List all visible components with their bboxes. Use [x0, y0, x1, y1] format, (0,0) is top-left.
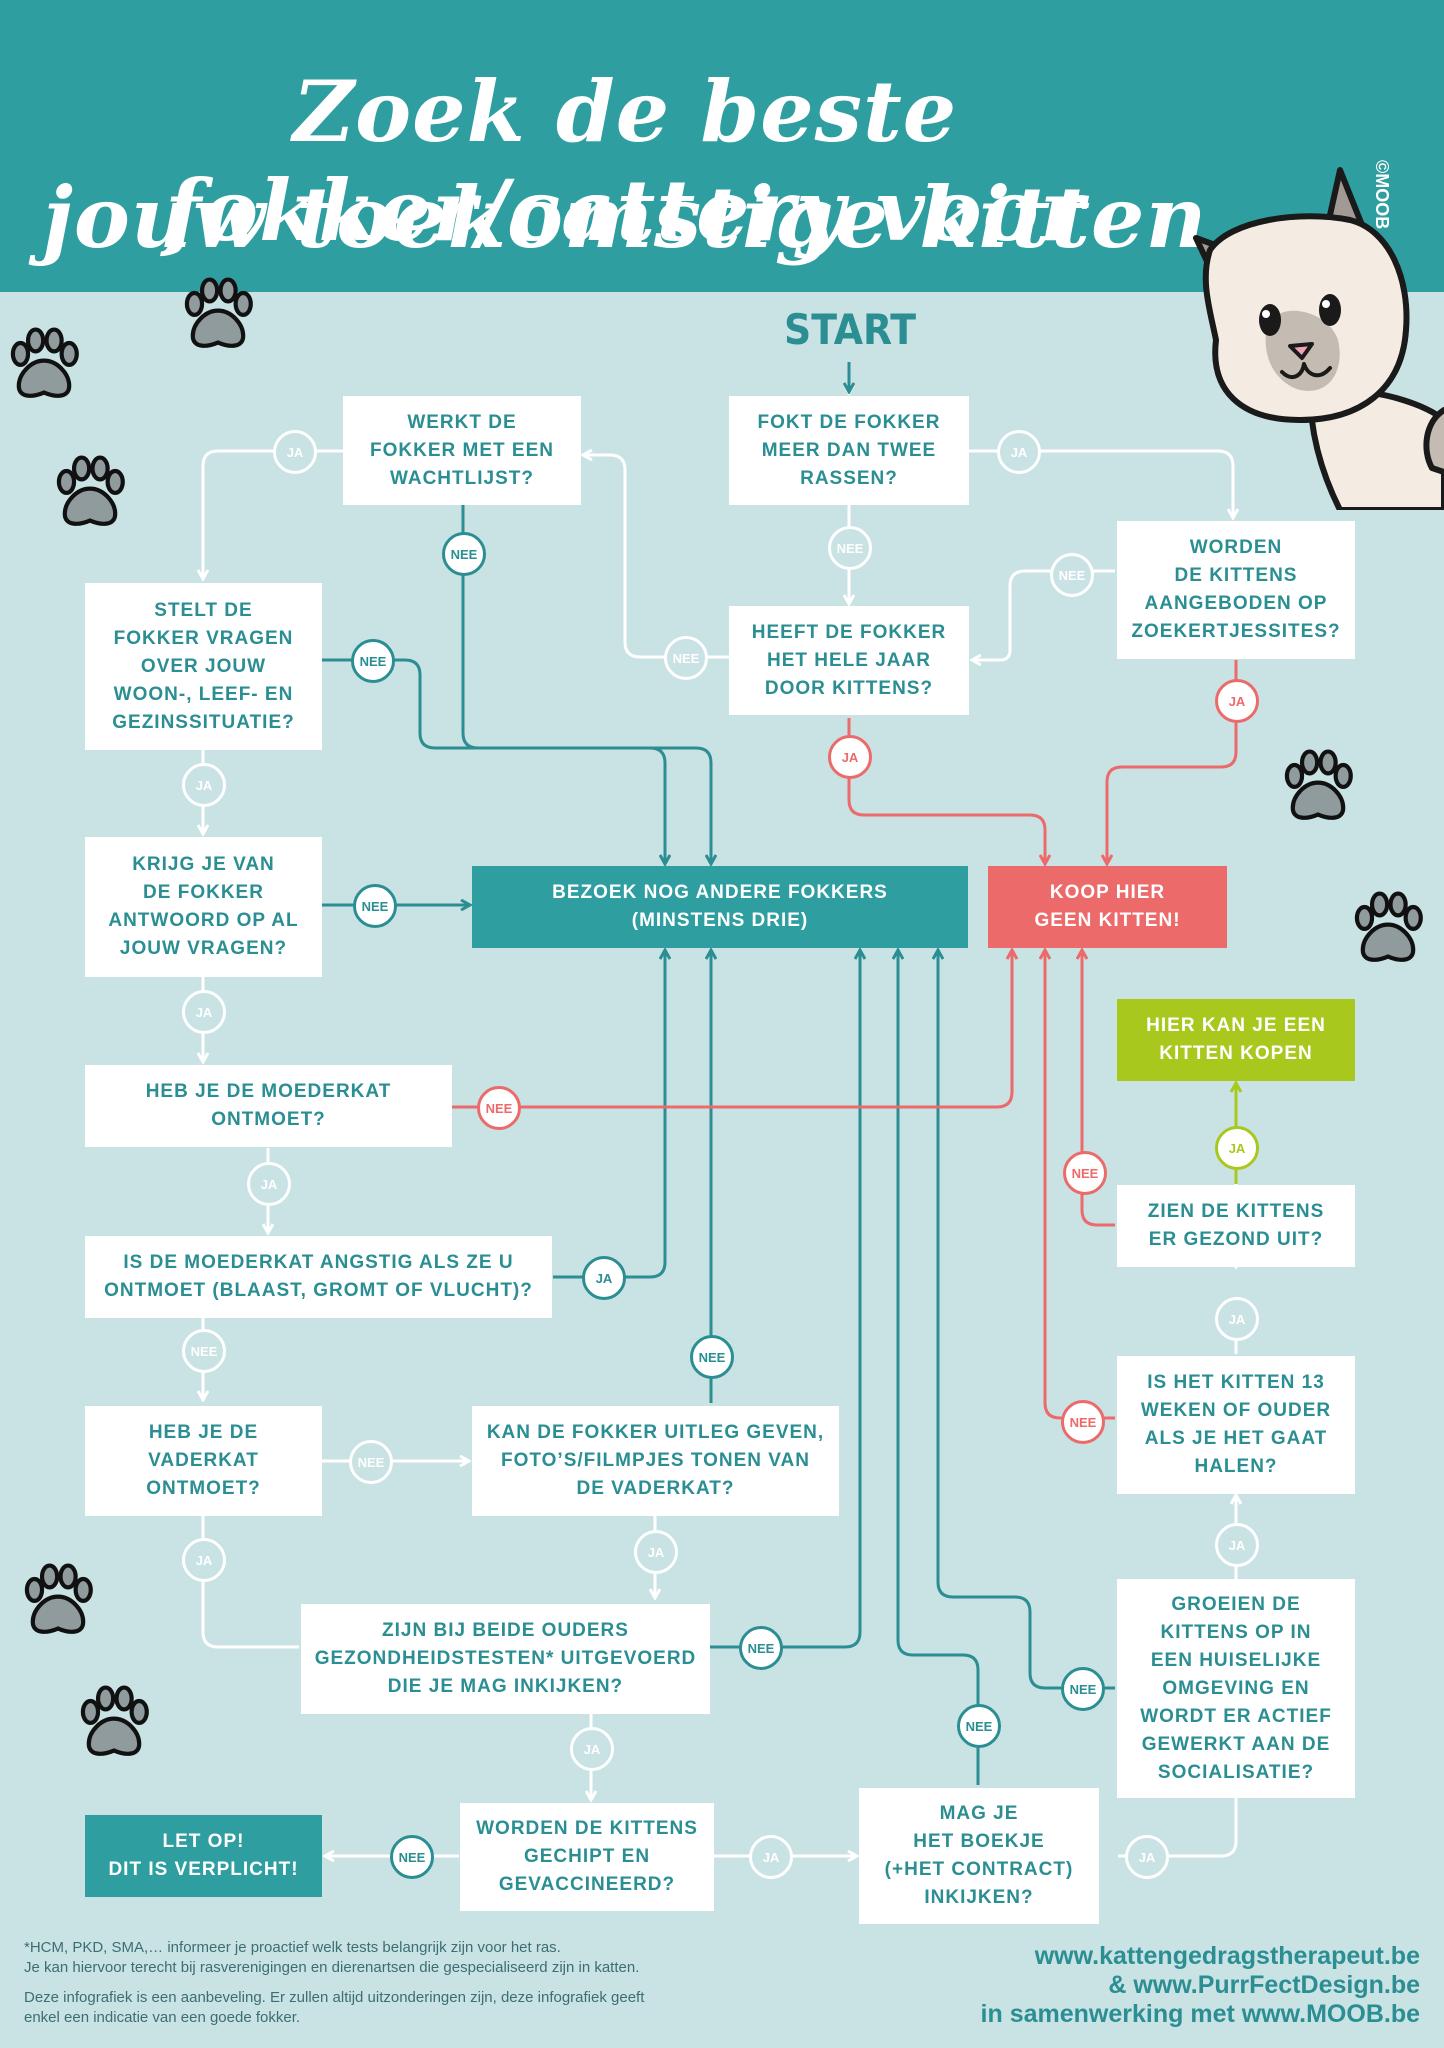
paw-print-icon	[24, 1563, 93, 1634]
credit-purrfectdesign: & www.PurrFectDesign.be	[1108, 1971, 1420, 1999]
node-vaderkat-ontmoet: HEB JE DE VADERKAT ONTMOET?	[85, 1406, 322, 1516]
badge-nee: NEE	[1061, 1667, 1105, 1711]
cat-illustration	[1193, 167, 1444, 510]
badge-nee: NEE	[1063, 1151, 1107, 1195]
badge-ja: JA	[1215, 1126, 1259, 1170]
badge-ja: JA	[182, 1538, 226, 1582]
badge-nee: NEE	[739, 1626, 783, 1670]
node-kittens-gezond: ZIEN DE KITTENS ER GEZOND UIT?	[1117, 1185, 1355, 1267]
badge-ja: JA	[182, 763, 226, 807]
badge-ja: JA	[1215, 1297, 1259, 1341]
node-koop-geen-kitten: KOOP HIER GEEN KITTEN!	[988, 866, 1227, 948]
badge-ja: JA	[570, 1727, 614, 1771]
badge-nee: NEE	[1050, 553, 1094, 597]
node-fokker-stelt-vragen: STELT DE FOKKER VRAGEN OVER JOUW WOON-, …	[85, 583, 322, 750]
paw-print-icon	[1354, 891, 1423, 962]
badge-ja: JA	[582, 1256, 626, 1300]
badge-nee: NEE	[957, 1704, 1001, 1748]
node-moederkat-ontmoet: HEB JE DE MOEDERKAT ONTMOET?	[85, 1065, 452, 1147]
badge-ja: JA	[634, 1530, 678, 1574]
badge-nee: NEE	[1061, 1400, 1105, 1444]
node-hier-kitten-kopen: HIER KAN JE EEN KITTEN KOPEN	[1117, 999, 1355, 1081]
start-label: START	[784, 305, 916, 354]
footnote-disclaimer-1: Deze infografiek is een aanbeveling. Er …	[24, 1989, 645, 2006]
badge-ja: JA	[828, 735, 872, 779]
footnote-tests: *HCM, PKD, SMA,… informeer je proactief …	[24, 1939, 561, 1956]
node-wachtlijst: WERKT DE FOKKER MET EEN WACHTLIJST?	[343, 396, 581, 505]
badge-ja: JA	[1215, 1523, 1259, 1567]
badge-nee: NEE	[353, 884, 397, 928]
badge-nee: NEE	[390, 1835, 434, 1879]
node-boekje-inkijken: MAG JE HET BOEKJE (+HET CONTRACT) INKIJK…	[859, 1788, 1099, 1924]
node-let-op-verplicht: LET OP! DIT IS VERPLICHT!	[85, 1815, 322, 1897]
node-huiselijke-omgeving: GROEIEN DE KITTENS OP IN EEN HUISELIJKE …	[1117, 1579, 1355, 1798]
paw-print-icon	[80, 1685, 149, 1756]
node-uitleg-vaderkat: KAN DE FOKKER UITLEG GEVEN, FOTO’S/FILMP…	[472, 1406, 839, 1516]
footnote-disclaimer-2: enkel een indicatie van een goede fokker…	[24, 2009, 301, 2026]
badge-ja: JA	[997, 430, 1041, 474]
badge-ja: JA	[1125, 1835, 1169, 1879]
node-gezondheidstesten: ZIJN BIJ BEIDE OUDERS GEZONDHEIDSTESTEN*…	[301, 1604, 710, 1714]
node-hele-jaar-kittens: HEEFT DE FOKKER HET HELE JAAR DOOR KITTE…	[729, 606, 969, 715]
badge-ja: JA	[1215, 679, 1259, 723]
header-banner: Zoek de beste fokker/cattery voor jouw t…	[0, 0, 1444, 292]
node-fokt-meer-rassen: FOKT DE FOKKER MEER DAN TWEE RASSEN?	[729, 396, 969, 505]
credit-moob: in samenwerking met www.MOOB.be	[980, 2000, 1420, 2028]
badge-nee: NEE	[351, 639, 395, 683]
badge-nee: NEE	[477, 1086, 521, 1130]
page-title-line-1: Zoek de beste fokker/cattery voor	[165, 62, 1085, 260]
badge-ja: JA	[182, 990, 226, 1034]
credit-kattengedragstherapeut: www.kattengedragstherapeut.be	[1034, 1942, 1420, 1970]
page-title-line-2: jouw toekomstige kitten	[42, 168, 1208, 267]
node-antwoord-op-vragen: KRIJG JE VAN DE FOKKER ANTWOORD OP AL JO…	[85, 837, 322, 977]
node-zoekertjessites: WORDEN DE KITTENS AANGEBODEN OP ZOEKERTJ…	[1117, 521, 1355, 659]
badge-nee: NEE	[182, 1329, 226, 1373]
badge-ja: JA	[749, 1835, 793, 1879]
footnote-verenigingen: Je kan hiervoor terecht bij rasverenigin…	[24, 1959, 640, 1976]
paw-print-icon	[56, 455, 125, 526]
paw-print-icon	[1284, 749, 1353, 820]
badge-nee: NEE	[690, 1335, 734, 1379]
badge-nee: NEE	[828, 526, 872, 570]
badge-nee: NEE	[442, 532, 486, 576]
badge-nee: NEE	[664, 636, 708, 680]
node-dertien-weken: IS HET KITTEN 13 WEKEN OF OUDER ALS JE H…	[1117, 1356, 1355, 1494]
paw-print-icon	[10, 327, 79, 398]
badge-ja: JA	[273, 430, 317, 474]
badge-ja: JA	[247, 1162, 291, 1206]
node-gechipt-gevaccineerd: WORDEN DE KITTENS GECHIPT EN GEVACCINEER…	[460, 1803, 714, 1911]
badge-nee: NEE	[349, 1440, 393, 1484]
node-moederkat-angstig: IS DE MOEDERKAT ANGSTIG ALS ZE U ONTMOET…	[85, 1236, 552, 1318]
paw-print-icon	[184, 277, 253, 348]
node-bezoek-andere-fokkers: BEZOEK NOG ANDERE FOKKERS (MINSTENS DRIE…	[472, 866, 968, 948]
